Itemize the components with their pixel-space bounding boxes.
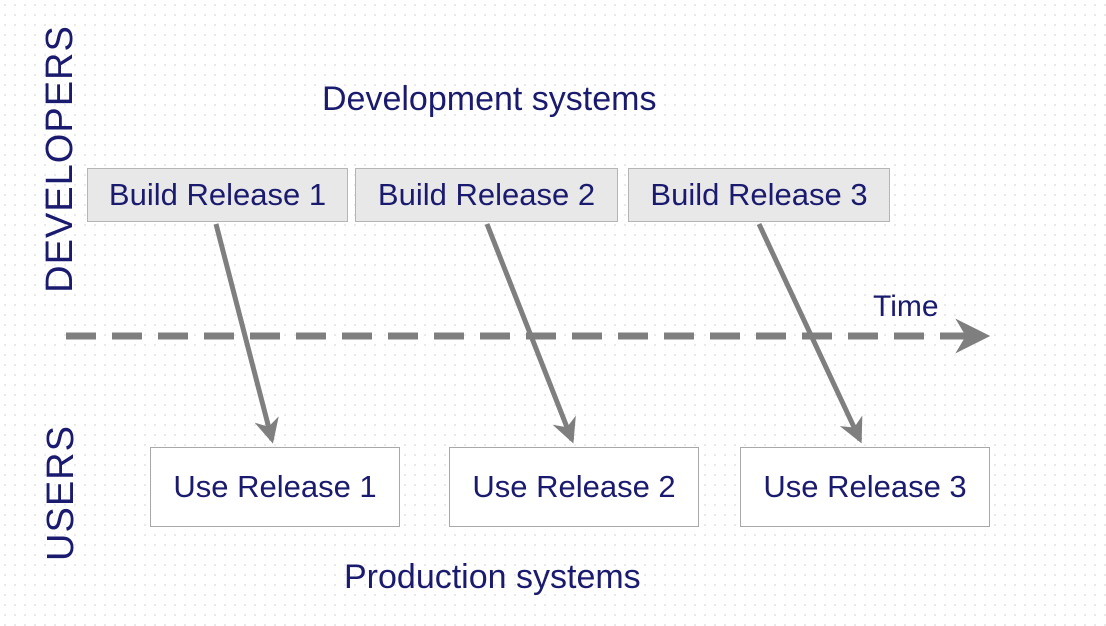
build-release-3-label: Build Release 3 — [650, 177, 868, 212]
build-release-2-label: Build Release 2 — [377, 177, 596, 212]
release-3-arrow — [756, 222, 863, 444]
development-systems-title: Development systems — [322, 80, 657, 118]
build-release-1-box: Build Release 1 — [87, 168, 348, 222]
users-lane-label: USERS — [40, 425, 82, 561]
build-release-1-label: Build Release 1 — [108, 177, 327, 212]
use-release-2-box: Use Release 2 — [449, 447, 699, 527]
use-release-3-label: Use Release 3 — [763, 469, 967, 504]
use-release-3-box: Use Release 3 — [740, 447, 990, 527]
developers-lane-label: DEVELOPERS — [39, 25, 81, 293]
use-release-1-label: Use Release 1 — [173, 469, 377, 504]
release-1-arrow — [213, 223, 279, 444]
release-2-arrow — [484, 223, 576, 444]
build-release-3-box: Build Release 3 — [628, 168, 890, 222]
time-label: Time — [873, 290, 939, 323]
use-release-1-box: Use Release 1 — [150, 447, 400, 527]
production-systems-title: Production systems — [344, 558, 641, 596]
build-release-2-box: Build Release 2 — [355, 168, 618, 222]
use-release-2-label: Use Release 2 — [472, 469, 676, 504]
